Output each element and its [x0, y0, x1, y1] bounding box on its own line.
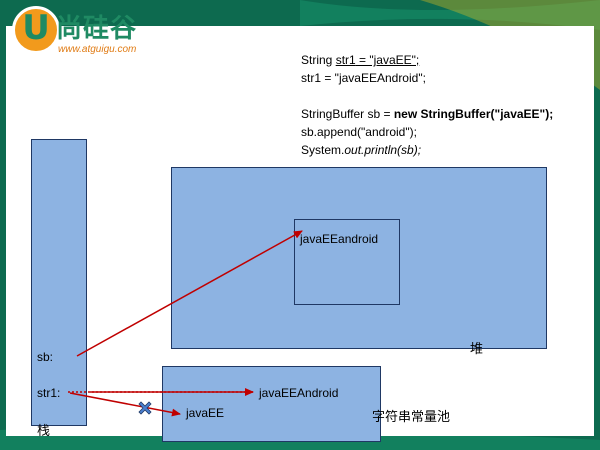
arrow-sb-to-heap	[76, 230, 303, 357]
heap-object-box	[294, 219, 400, 305]
pool-value-old: javaEE	[186, 406, 225, 420]
atguigu-logo: U 尚硅谷 www.atguigu.com	[12, 6, 162, 58]
heap-label: 堆	[470, 341, 484, 356]
code-line-5: System.out.println(sb);	[301, 143, 422, 157]
logo-circle	[12, 6, 60, 54]
stack-box	[31, 139, 87, 426]
code-line-2: str1 = "javaEEAndroid";	[301, 71, 426, 85]
str1-label: str1:	[37, 386, 61, 400]
arrow-str1-to-old	[69, 392, 181, 417]
code-line-4: sb.append("android");	[301, 125, 417, 139]
pool-label: 字符串常量池	[372, 409, 451, 424]
cross-icon	[138, 401, 152, 415]
logo-url: www.atguigu.com	[58, 44, 137, 55]
sb-label: sb:	[37, 350, 54, 364]
code-line-1: String str1 = "javaEE";	[301, 53, 420, 67]
pool-value-new: javaEEAndroid	[259, 386, 339, 400]
heap-object-value: javaEEandroid	[300, 232, 379, 246]
string-pool-box	[162, 366, 381, 442]
stack-label: 栈	[37, 423, 51, 438]
code-snippet: String str1 = "javaEE"; str1 = "javaEEAn…	[301, 51, 553, 159]
code-line-3: StringBuffer sb = new StringBuffer("java…	[301, 107, 554, 121]
logo-letter: U	[22, 8, 50, 48]
logo-title: 尚硅谷	[56, 13, 138, 43]
